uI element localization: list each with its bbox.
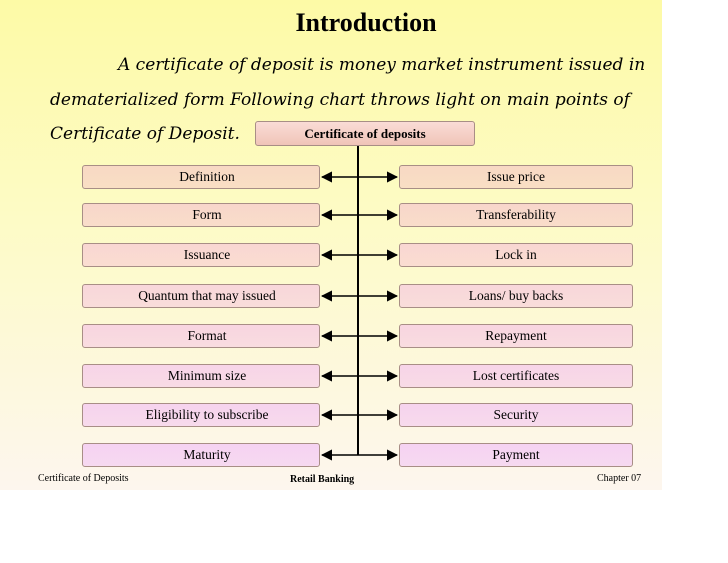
- left-node: Quantum that may issued: [82, 284, 320, 308]
- slide-background: Introduction A certificate of deposit is…: [0, 0, 662, 490]
- left-node: Maturity: [82, 443, 320, 467]
- right-node: Payment: [399, 443, 633, 467]
- footer-left: Certificate of Deposits: [38, 473, 129, 484]
- left-node: Definition: [82, 165, 320, 189]
- right-node: Issue price: [399, 165, 633, 189]
- right-node: Loans/ buy backs: [399, 284, 633, 308]
- right-node: Lock in: [399, 243, 633, 267]
- footer-center: Retail Banking: [290, 474, 355, 485]
- right-node: Repayment: [399, 324, 633, 348]
- left-node: Eligibility to subscribe: [82, 403, 320, 427]
- intro-line-2: dematerialized form Following chart thro…: [50, 90, 630, 110]
- right-node: Transferability: [399, 203, 633, 227]
- slide-title: Introduction: [295, 8, 437, 37]
- connector-lines: [320, 146, 399, 461]
- left-node: Format: [82, 324, 320, 348]
- right-node: Security: [399, 403, 633, 427]
- left-node: Form: [82, 203, 320, 227]
- footer-right: Chapter 07: [597, 473, 642, 484]
- root-node: Certificate of deposits: [255, 121, 475, 146]
- right-node: Lost certificates: [399, 364, 633, 388]
- left-node: Minimum size: [82, 364, 320, 388]
- left-node: Issuance: [82, 243, 320, 267]
- intro-line-1: A certificate of deposit is money market…: [118, 55, 646, 75]
- intro-line-3: Certificate of Deposit.: [50, 124, 240, 144]
